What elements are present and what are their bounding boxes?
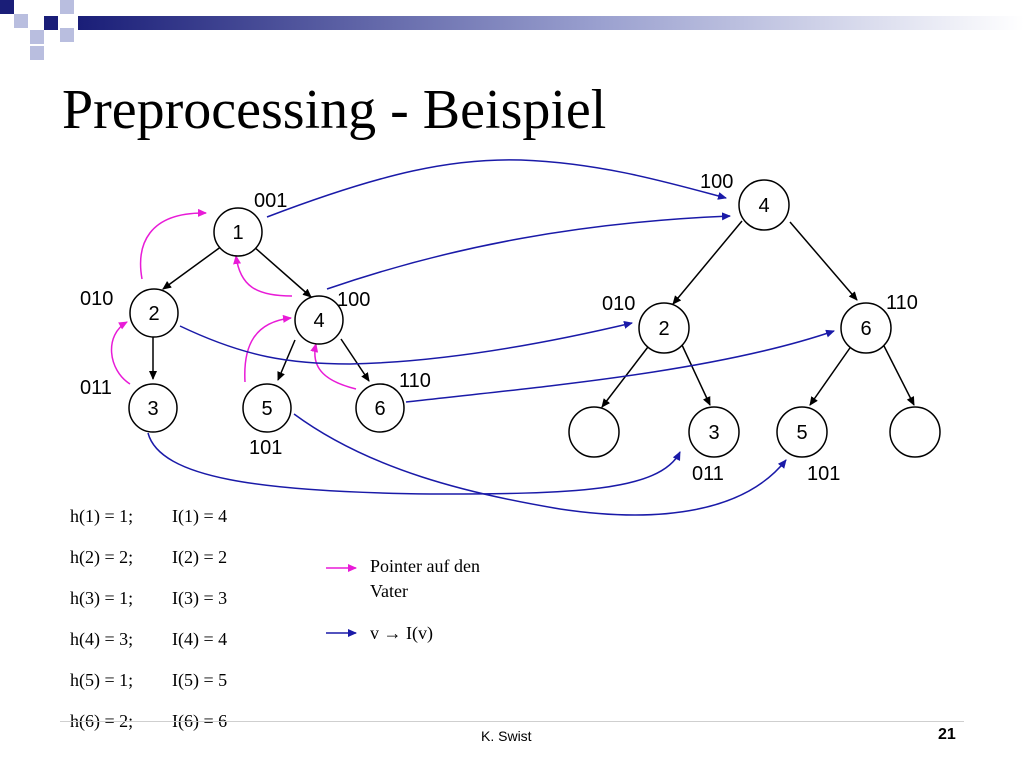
code-rnode-5: 101 xyxy=(807,463,840,485)
node-4-label: 4 xyxy=(313,310,324,332)
title-gradient-bar xyxy=(78,16,1024,30)
node-2 xyxy=(129,288,179,338)
formula-h: h(3) = 1; xyxy=(70,588,134,608)
rnode-2-label: 2 xyxy=(658,318,669,340)
rnode-6 xyxy=(840,302,892,354)
formula-h: h(4) = 3; xyxy=(70,629,134,649)
node-5-label: 5 xyxy=(261,398,272,420)
formula-row: h(6) = 2;I(6) = 6 xyxy=(70,711,227,752)
node-5 xyxy=(242,383,292,433)
code-node-3: 011 xyxy=(80,377,112,399)
rnode-2 xyxy=(638,302,690,354)
left-tree-codes: 001 010 100 011 101 110 xyxy=(80,190,431,459)
node-6 xyxy=(355,383,405,433)
code-rnode-2: 010 xyxy=(602,293,635,315)
formula-row: h(1) = 1; I(1) = 4 xyxy=(70,506,227,547)
formula-row: h(5) = 1; I(5) = 5 xyxy=(70,670,227,711)
rnode-5-label: 5 xyxy=(796,422,807,444)
edge-r2-r3 xyxy=(681,344,711,406)
rnode-empty-2 xyxy=(889,406,941,458)
slide-title: Preprocessing - Beispiel xyxy=(62,79,607,141)
rnode-6-label: 6 xyxy=(860,318,871,340)
map-4-to-r4 xyxy=(326,212,731,290)
rnode-5 xyxy=(776,406,828,458)
footer-author: K. Swist xyxy=(481,728,532,744)
map-2-to-r2 xyxy=(179,320,633,365)
legend-pointer-line1: Pointer auf den xyxy=(370,556,480,576)
edge-4-6 xyxy=(340,338,370,382)
edge-r6-empty2 xyxy=(882,343,915,406)
rnode-3 xyxy=(688,406,740,458)
mapping-arrows xyxy=(147,159,835,516)
right-tree-nodes xyxy=(568,179,941,458)
node-3 xyxy=(128,383,178,433)
formula-i: I(5) = 5 xyxy=(172,670,228,690)
legend-pointer-text: Pointer auf den Vater xyxy=(370,554,480,604)
legend-pointer-line2: Vater xyxy=(370,581,408,601)
edge-r6-r5 xyxy=(809,344,853,406)
code-rnode-3: 011 xyxy=(692,463,724,485)
edge-r4-r2 xyxy=(672,220,743,305)
edge-r2-empty1 xyxy=(601,342,652,408)
map-6-to-r6 xyxy=(405,329,835,403)
formula-i: I(1) = 4 xyxy=(172,506,228,526)
rnode-4 xyxy=(738,179,790,231)
formula-row: h(3) = 1; I(3) = 3 xyxy=(70,588,227,629)
left-tree-edges xyxy=(149,245,370,382)
pointer-3-to-2 xyxy=(110,321,131,385)
code-rnode-6: 110 xyxy=(886,292,918,314)
map-1-to-r4 xyxy=(266,159,727,218)
node-1-label: 1 xyxy=(232,222,243,244)
edge-1-4 xyxy=(252,245,312,298)
legend-arrows xyxy=(326,564,357,637)
edge-1-2 xyxy=(162,245,223,290)
edge-r4-r6 xyxy=(789,221,858,301)
formula-row: h(4) = 3; I(4) = 4 xyxy=(70,629,227,670)
pointer-2-to-1 xyxy=(139,208,207,280)
formula-i: I(4) = 4 xyxy=(172,629,228,649)
left-tree-node-labels: 1 2 4 3 5 6 xyxy=(147,222,385,420)
map-3-to-r3 xyxy=(147,432,681,495)
decorative-squares xyxy=(0,0,74,60)
right-tree-codes: 100 010 110 011 101 xyxy=(602,171,918,485)
footer-divider xyxy=(60,721,964,722)
legend-mapping-text: v → I(v) xyxy=(370,623,433,643)
pointer-5-to-4 xyxy=(244,314,292,383)
page-number: 21 xyxy=(938,726,956,743)
formula-i: I(3) = 3 xyxy=(172,588,228,608)
code-node-1: 001 xyxy=(254,190,287,212)
node-2-label: 2 xyxy=(148,303,159,325)
formula-h: h(1) = 1; xyxy=(70,506,134,526)
formula-list: h(1) = 1; I(1) = 4 h(2) = 2; I(2) = 2 h(3)… xyxy=(70,506,227,752)
rnode-4-label: 4 xyxy=(758,195,769,217)
code-node-6: 110 xyxy=(399,370,431,392)
formula-h: h(2) = 2; xyxy=(70,547,134,567)
node-6-label: 6 xyxy=(374,398,385,420)
formula-h: h(5) = 1; xyxy=(70,670,134,690)
pointer-4-to-1 xyxy=(233,255,293,297)
node-3-label: 3 xyxy=(147,398,158,420)
code-node-5: 101 xyxy=(249,437,282,459)
rnode-3-label: 3 xyxy=(708,422,719,444)
parent-pointer-arrows xyxy=(110,208,357,390)
node-1 xyxy=(213,207,263,257)
right-tree-node-labels: 4 2 6 3 5 xyxy=(658,195,871,444)
left-tree-nodes xyxy=(128,207,405,433)
code-node-4: 100 xyxy=(337,289,370,311)
code-node-2: 010 xyxy=(80,288,113,310)
rnode-empty-1 xyxy=(568,406,620,458)
formula-row: h(2) = 2; I(2) = 2 xyxy=(70,547,227,588)
formula-i: I(2) = 2 xyxy=(172,547,228,567)
pointer-6-to-4 xyxy=(310,343,357,390)
map-5-to-r5 xyxy=(293,413,787,516)
node-4 xyxy=(294,295,344,345)
right-tree-edges xyxy=(601,220,915,408)
code-rnode-4: 100 xyxy=(700,171,733,193)
